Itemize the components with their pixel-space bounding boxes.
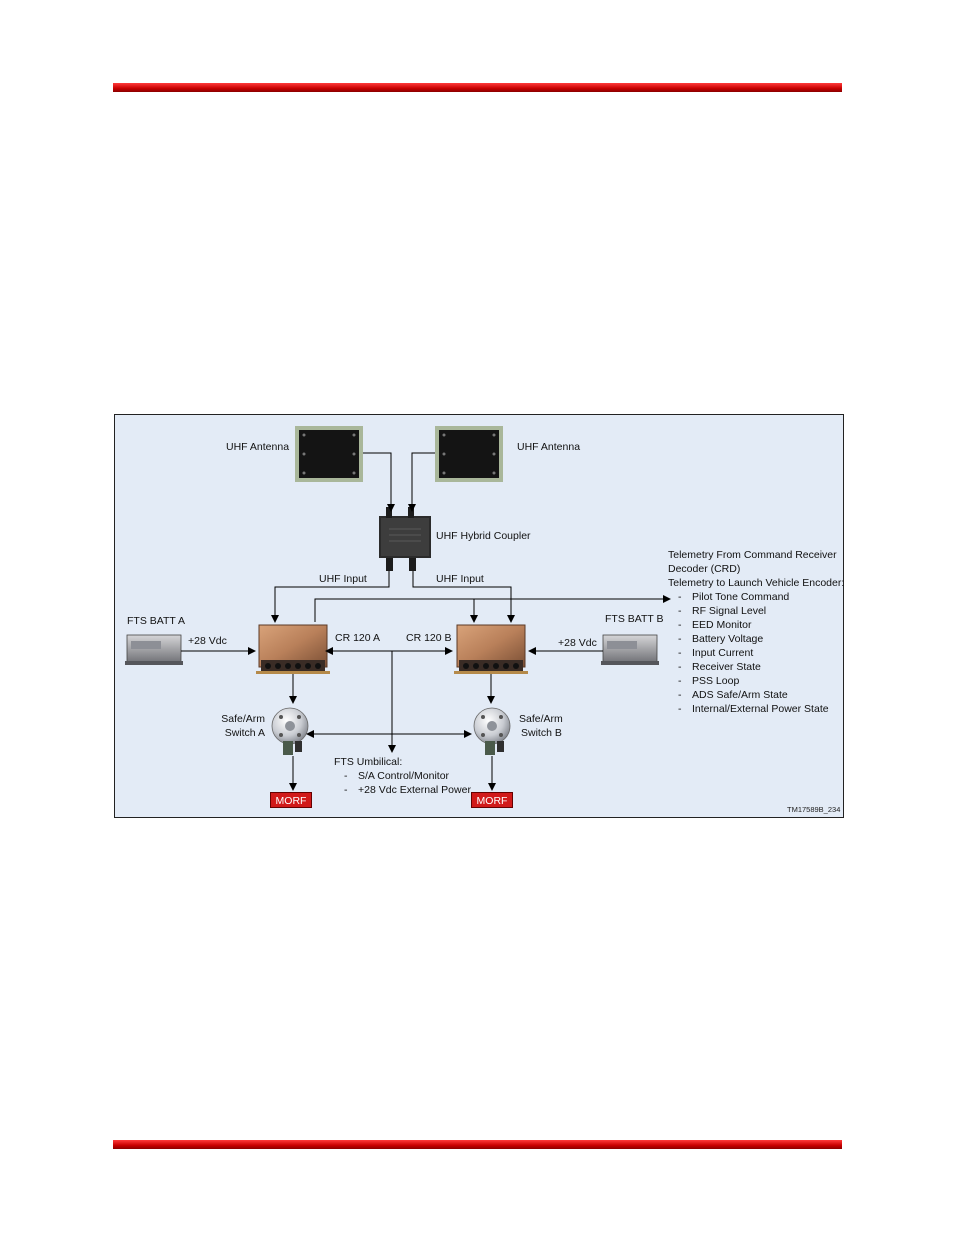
- cr-b-label: CR 120 B: [406, 631, 452, 645]
- telemetry-list: Pilot Tone Command RF Signal Level EED M…: [668, 590, 829, 716]
- uhf-input-left-label: UHF Input: [319, 572, 367, 586]
- umbilical-list: S/A Control/Monitor +28 Vdc External Pow…: [334, 769, 471, 797]
- batt-a-label: FTS BATT A: [127, 614, 185, 628]
- telemetry-line-3: Telemetry to Launch Vehicle Encoder:: [668, 576, 844, 590]
- coupler-label: UHF Hybrid Coupler: [436, 529, 531, 543]
- fts-batt-a-icon: [125, 635, 183, 665]
- antenna-left-label: UHF Antenna: [226, 440, 289, 454]
- fts-batt-b-icon: [601, 635, 659, 665]
- vdc-a-label: +28 Vdc: [188, 634, 227, 648]
- telemetry-line-1: Telemetry From Command Receiver: [668, 548, 837, 562]
- batt-b-label: FTS BATT B: [605, 612, 664, 626]
- sa-b-label-1: Safe/Arm: [519, 712, 563, 726]
- telemetry-line-2: Decoder (CRD): [668, 562, 740, 576]
- umbilical-item: +28 Vdc External Power: [334, 783, 471, 797]
- telemetry-item: RF Signal Level: [668, 604, 829, 618]
- morf-a-box: MORF: [270, 792, 312, 808]
- safe-arm-switch-a-icon: [272, 708, 308, 755]
- telemetry-item: Input Current: [668, 646, 829, 660]
- vdc-b-label: +28 Vdc: [558, 636, 597, 650]
- header-rule: [113, 83, 842, 92]
- telemetry-item: Battery Voltage: [668, 632, 829, 646]
- telemetry-item: Internal/External Power State: [668, 702, 829, 716]
- sa-b-label-2: Switch B: [521, 726, 562, 740]
- morf-b-box: MORF: [471, 792, 513, 808]
- sa-a-label-1: Safe/Arm: [215, 712, 265, 726]
- cr-120-a-icon: [256, 625, 330, 674]
- telemetry-item: ADS Safe/Arm State: [668, 688, 829, 702]
- telemetry-item: PSS Loop: [668, 674, 829, 688]
- telemetry-item: EED Monitor: [668, 618, 829, 632]
- uhf-antenna-right-icon: [435, 426, 503, 482]
- telemetry-item: Pilot Tone Command: [668, 590, 829, 604]
- sa-a-label-2: Switch A: [215, 726, 265, 740]
- uhf-input-right-label: UHF Input: [436, 572, 484, 586]
- antenna-right-label: UHF Antenna: [517, 440, 580, 454]
- cr-a-label: CR 120 A: [335, 631, 380, 645]
- fts-block-diagram: UHF Antenna UHF Antenna UHF Hybrid Coupl…: [114, 414, 844, 818]
- footer-rule: [113, 1140, 842, 1149]
- umbilical-item: S/A Control/Monitor: [334, 769, 471, 783]
- drawing-id: TM17589B_234: [787, 805, 840, 814]
- cr-120-b-icon: [454, 625, 528, 674]
- umbilical-title: FTS Umbilical:: [334, 755, 402, 769]
- safe-arm-switch-b-icon: [474, 708, 510, 755]
- uhf-antenna-left-icon: [295, 426, 363, 482]
- hybrid-coupler-icon: [379, 507, 431, 571]
- telemetry-item: Receiver State: [668, 660, 829, 674]
